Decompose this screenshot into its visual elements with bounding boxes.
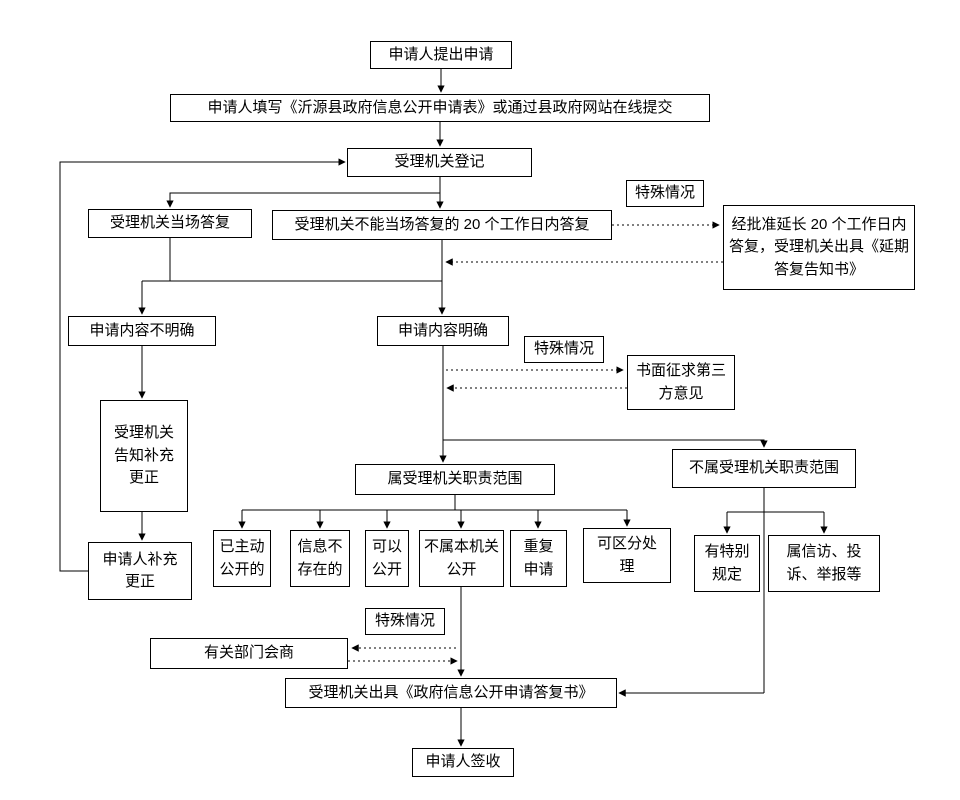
node-dept-consult: 有关部门会商 <box>150 638 348 669</box>
node-special-case-2: 特殊情况 <box>524 336 604 363</box>
arrow-supplement-back-to-register <box>59 158 346 572</box>
node-can-public: 可以公开 <box>365 530 409 587</box>
node-third-party: 书面征求第三方意见 <box>627 355 735 410</box>
node-notify-supplement: 受理机关告知补充更正 <box>100 400 188 512</box>
node-content-clear: 申请内容明确 <box>377 316 509 346</box>
node-onspot-reply: 受理机关当场答复 <box>88 209 252 238</box>
node-not-exist: 信息不存在的 <box>290 530 350 587</box>
node-fill-form: 申请人填写《沂源县政府信息公开申请表》或通过县政府网站在线提交 <box>170 94 710 122</box>
node-special-case-1: 特殊情况 <box>626 180 704 207</box>
node-reply-within-20: 受理机关不能当场答复的 20 个工作日内答复 <box>272 210 612 240</box>
node-petition: 属信访、投诉、举报等 <box>768 535 880 592</box>
node-content-unclear: 申请内容不明确 <box>68 316 216 346</box>
node-sign-receipt: 申请人签收 <box>412 748 514 777</box>
node-issue-reply: 受理机关出具《政府信息公开申请答复书》 <box>285 678 617 708</box>
arrow-clear-to-outscope <box>443 439 768 448</box>
node-not-this-organ: 不属本机关公开 <box>419 530 504 587</box>
node-register: 受理机关登记 <box>347 148 532 177</box>
node-approved-extension: 经批准延长 20 个工作日内答复，受理机关出具《延期答复告知书》 <box>723 205 915 290</box>
arrow-register-to-onspot <box>166 192 440 208</box>
node-applicant-supplement: 申请人补充更正 <box>88 542 192 600</box>
node-special-case-3: 特殊情况 <box>365 608 445 635</box>
solid-arrows <box>59 69 828 747</box>
dotted-arrows <box>348 221 723 665</box>
node-out-of-scope: 不属受理机关职责范围 <box>672 449 856 488</box>
node-special-rules: 有特别规定 <box>694 535 760 592</box>
node-separable: 可区分处理 <box>583 528 671 583</box>
node-submit-application: 申请人提出申请 <box>370 41 512 69</box>
node-in-scope: 属受理机关职责范围 <box>355 464 555 495</box>
node-repeat-apply: 重复申请 <box>510 530 567 587</box>
node-already-public: 已主动公开的 <box>213 530 271 587</box>
